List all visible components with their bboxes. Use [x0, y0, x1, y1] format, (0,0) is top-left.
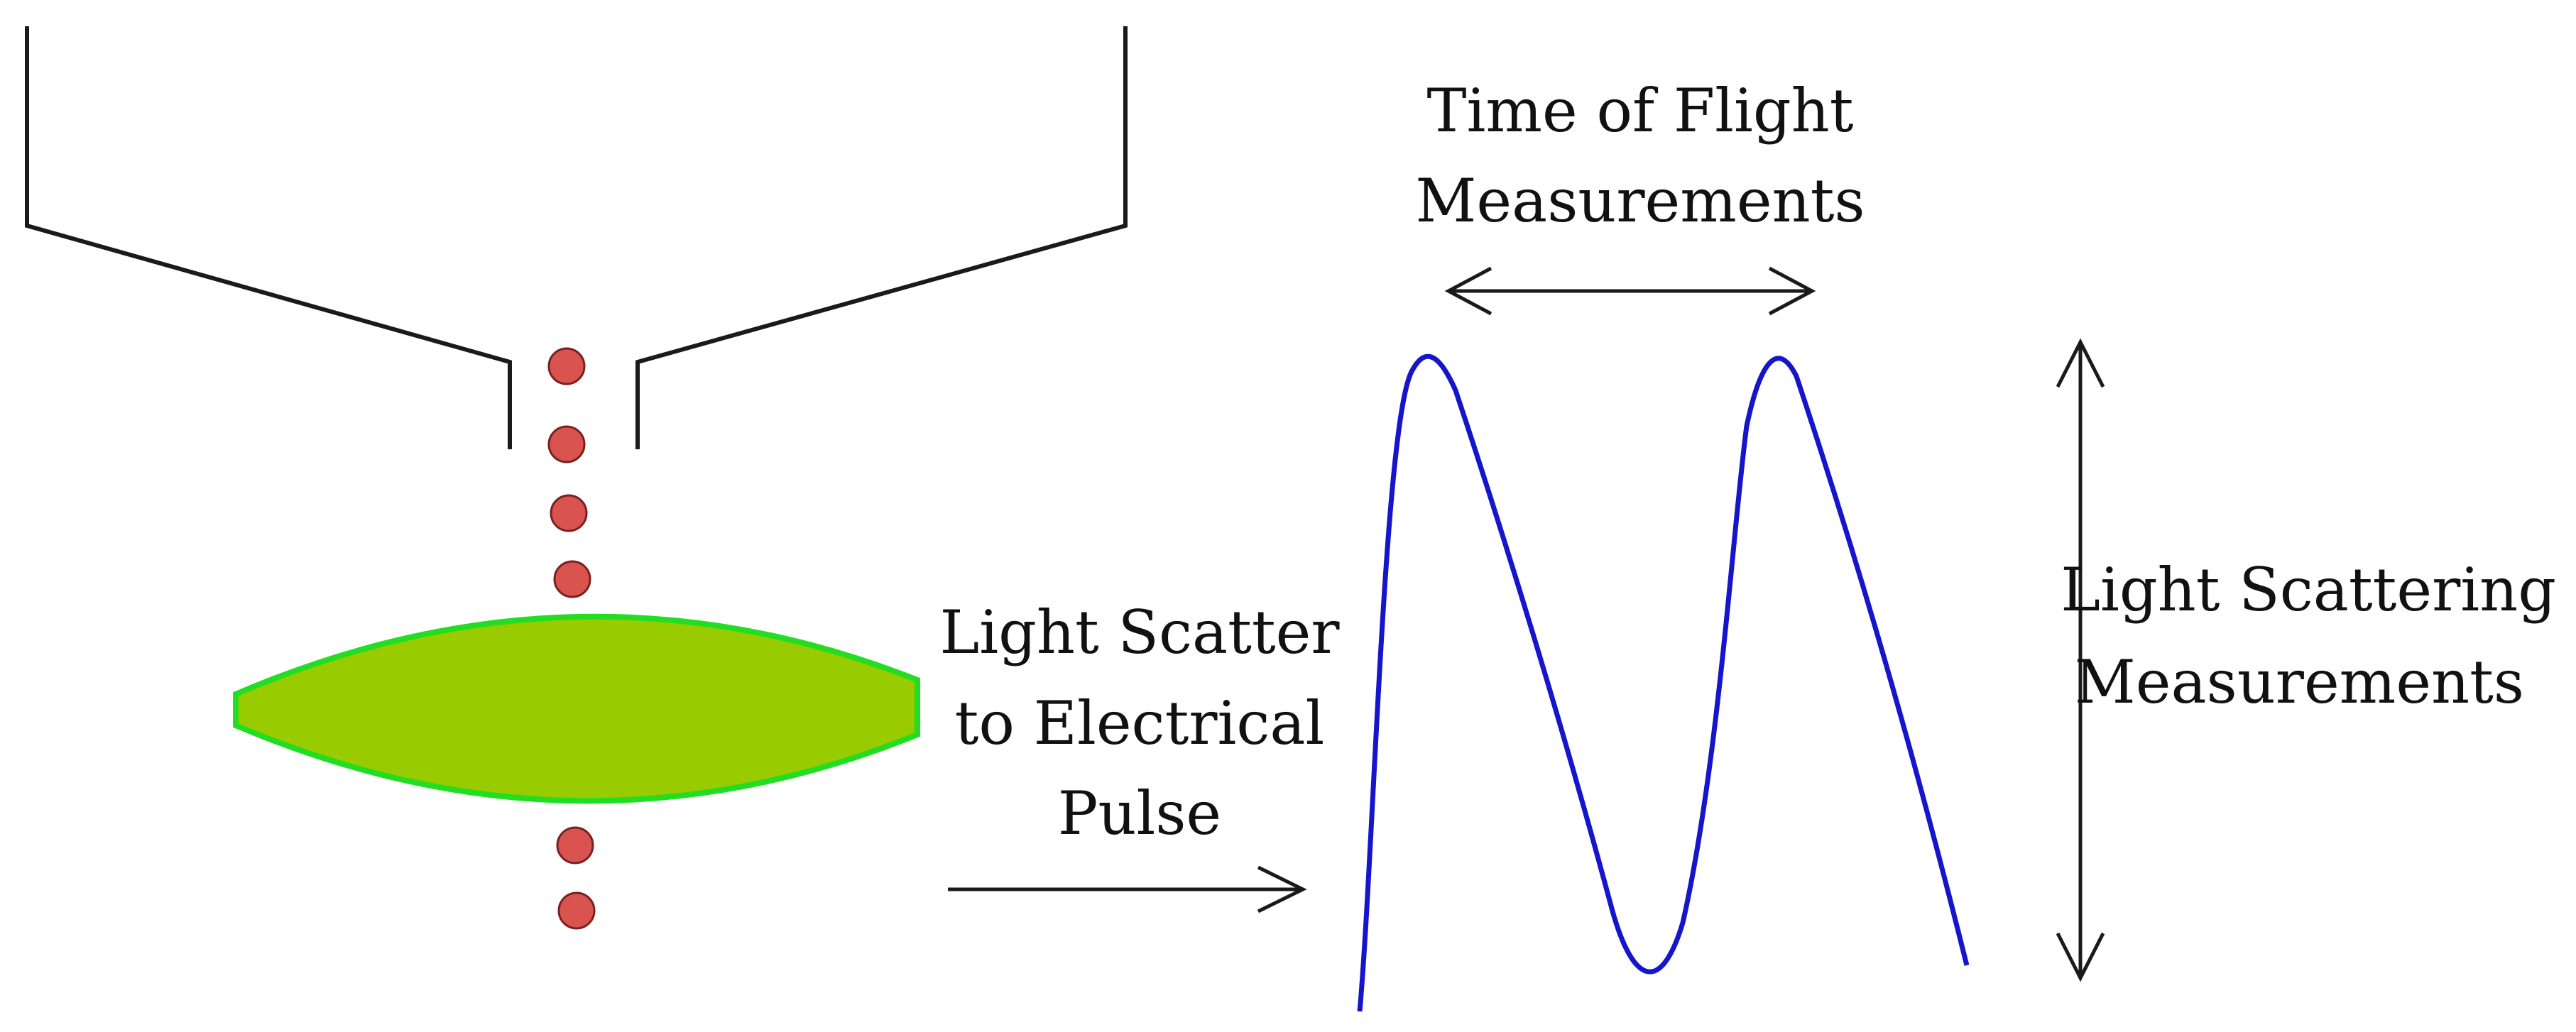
flow-cell-nozzle [25, 26, 1128, 449]
light-scattering-label-line2: Measurements [2075, 647, 2524, 717]
particle [556, 826, 594, 864]
particle [557, 891, 596, 930]
particle [550, 494, 588, 532]
nozzle-left-wall [25, 26, 512, 449]
nozzle-right-wall [635, 26, 1128, 449]
laser-beam [233, 613, 920, 804]
time-of-flight-label-line2: Measurements [1415, 166, 1865, 236]
pulse-label-line3: Pulse [1058, 779, 1221, 848]
particle [547, 347, 586, 385]
pulse-label-line1: Light Scatter [939, 598, 1340, 667]
particle [547, 425, 586, 463]
particle [553, 560, 591, 598]
particles [547, 347, 596, 930]
light-scattering-arrow [2056, 338, 2105, 982]
time-of-flight-arrow [1444, 266, 1816, 316]
electrical-pulse-waveform [1357, 353, 1970, 1012]
pulse-conversion-arrow [948, 865, 1307, 913]
time-of-flight-label-line1: Time of Flight [1427, 76, 1854, 146]
light-scattering-label-line1: Light Scattering [2061, 555, 2556, 625]
pulse-label-line2: to Electrical [955, 688, 1325, 758]
